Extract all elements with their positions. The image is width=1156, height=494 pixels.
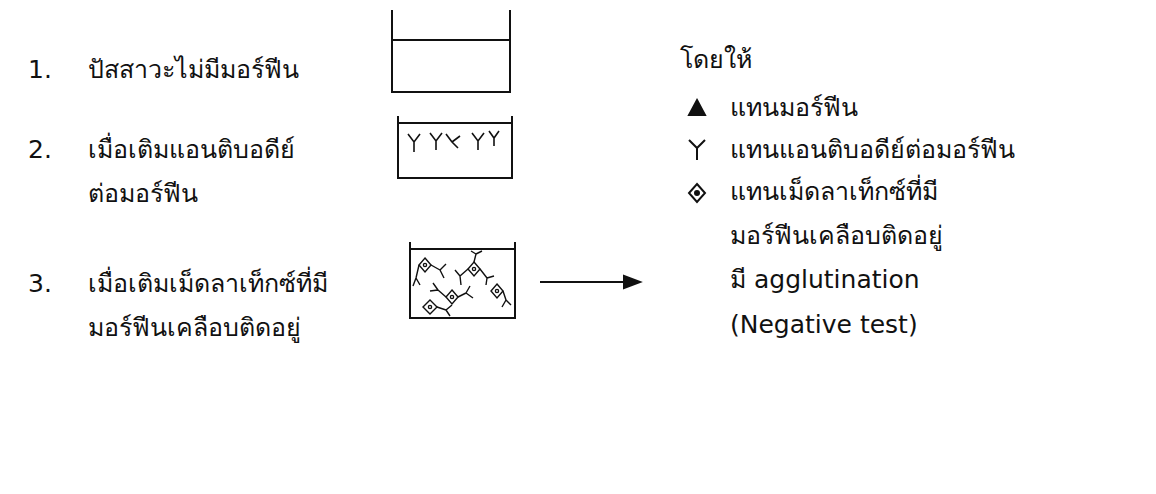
legend-text: แทนเม็ดลาเท็กซ์ที่มี มอร์ฟีนเคลือบติดอยู…	[730, 170, 947, 258]
step-text: เมื่อเติมแอนติบอดีย์ ต่อมอร์ฟีน	[88, 128, 298, 216]
beaker	[398, 116, 512, 178]
step-number: 3.	[28, 262, 52, 306]
legend-symbols	[689, 100, 705, 202]
legend-text: แทนแอนติบอดีย์ต่อมอร์ฟีน	[730, 128, 1015, 172]
step-text: เมื่อเติมเม็ดลาเท็กซ์ที่มี มอร์ฟีนเคลือบ…	[88, 262, 331, 350]
step-number: 1.	[28, 48, 52, 92]
beaker	[392, 10, 510, 92]
arrow	[540, 276, 640, 288]
latex-bead-symbol	[695, 191, 699, 195]
result-text: (Negative test)	[730, 303, 918, 347]
antibody-symbol	[408, 131, 499, 152]
latex-bead-symbol	[689, 184, 705, 202]
morphine-symbol	[689, 100, 705, 115]
agglutination-clump	[413, 251, 511, 316]
step-text: ปัสสาวะไม่มีมอร์ฟีน	[88, 48, 299, 92]
antibody-symbol	[689, 140, 705, 160]
legend-heading: โดยให้	[680, 38, 752, 82]
legend-text: แทนมอร์ฟีน	[730, 86, 858, 130]
beaker	[410, 242, 515, 318]
result-text: มี agglutination	[730, 258, 920, 302]
step-number: 2.	[28, 128, 52, 172]
